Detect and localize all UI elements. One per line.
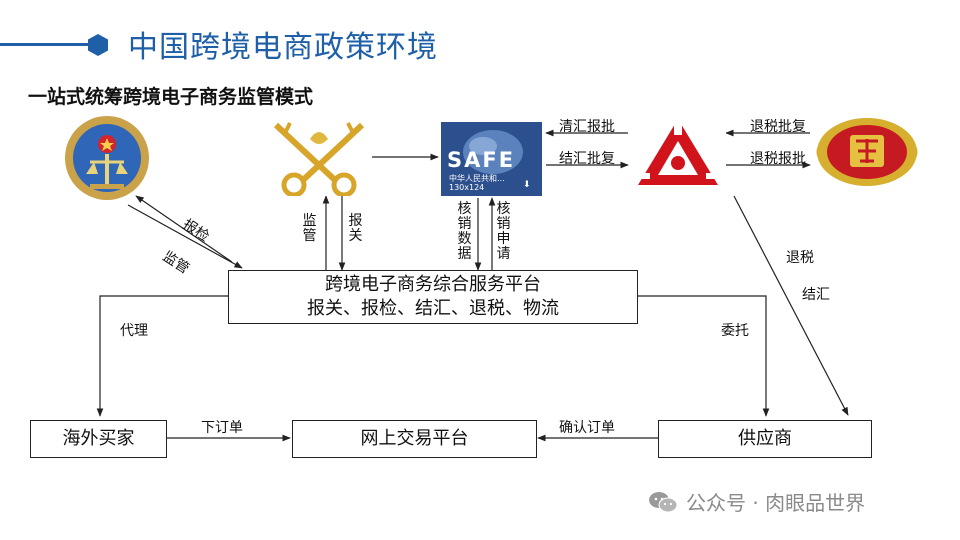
service-platform-box: 跨境电子商务综合服务平台 报关、报检、结汇、退税、物流 [228,270,638,324]
label-qinghui-baopi: 清汇报批 [559,119,615,135]
watermark: 公众号 · 肉眼品世界 [648,487,865,516]
platform-services: 报关、报检、结汇、退税、物流 [307,298,559,319]
key-caduceus-icon [270,119,368,198]
arrow-bank-supplier [733,195,849,416]
header-hexagon-icon [88,34,108,56]
supplier-box: 供应商 [658,420,872,458]
label-tuishui-baopi: 退税报批 [750,151,806,167]
safe-logo: SAFE 中华人民共和... 130x124 ⬇ [441,122,542,196]
label-jianguan-vertical: 监管 [302,213,317,244]
wechat-icon [648,490,678,514]
safe-logo-size: 130x124 [449,183,485,192]
label-hexiao-shuju: 核销数据 [457,201,472,262]
arrow-daili [96,295,228,417]
label-daili: 代理 [120,323,148,339]
trade-platform-box: 网上交易平台 [292,420,537,458]
safe-logo-text: SAFE [447,148,516,172]
platform-title: 跨境电子商务综合服务平台 [325,274,541,295]
pboc-bank-icon [630,111,726,195]
label-xia-dingdan: 下订单 [201,420,243,436]
diagram-subtitle: 一站式统筹跨境电子商务监管模式 [28,86,314,108]
arrow-jianguan [127,204,243,269]
customs-emblem-icon [62,114,152,202]
download-icon: ⬇ [523,180,531,190]
label-tuishui-pifu: 退税批复 [750,119,806,135]
page-title: 中国跨境电商政策环境 [128,30,438,65]
label-baoguan-vertical: 报关 [348,213,363,244]
header-rule [0,43,90,46]
watermark-text: 公众号 · 肉眼品世界 [686,491,866,515]
label-weituo: 委托 [721,323,749,339]
arrow-weituo [637,295,770,417]
label-jiehui-pifu: 结汇批复 [559,151,615,167]
label-jiehui: 结汇 [802,287,830,303]
label-tuishui: 退税 [786,250,814,266]
safe-logo-caption: 中华人民共和... [449,174,505,183]
label-queren-dingdan: 确认订单 [559,420,615,436]
label-hexiao-shenqing: 核销申请 [496,201,511,262]
overseas-buyer-box: 海外买家 [30,420,167,458]
arrow-baojian [135,195,233,263]
tax-emblem-icon [812,115,922,189]
